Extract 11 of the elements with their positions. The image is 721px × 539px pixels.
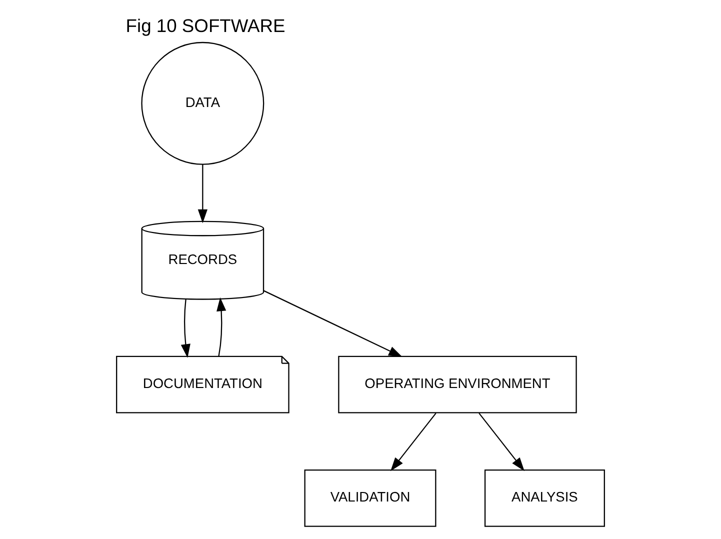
arrow <box>263 290 402 358</box>
node-box: ANALYSIS <box>484 469 605 527</box>
arrow <box>198 164 208 224</box>
node-box: OPERATING ENVIRONMENT <box>338 356 577 414</box>
diagram-title: Fig 10 SOFTWARE <box>126 14 286 36</box>
arrow <box>390 412 436 472</box>
node-box: VALIDATION <box>304 469 436 527</box>
node-circle: DATA <box>141 42 264 165</box>
arrow <box>216 297 226 356</box>
arrow <box>478 412 524 472</box>
arrow <box>180 299 190 358</box>
